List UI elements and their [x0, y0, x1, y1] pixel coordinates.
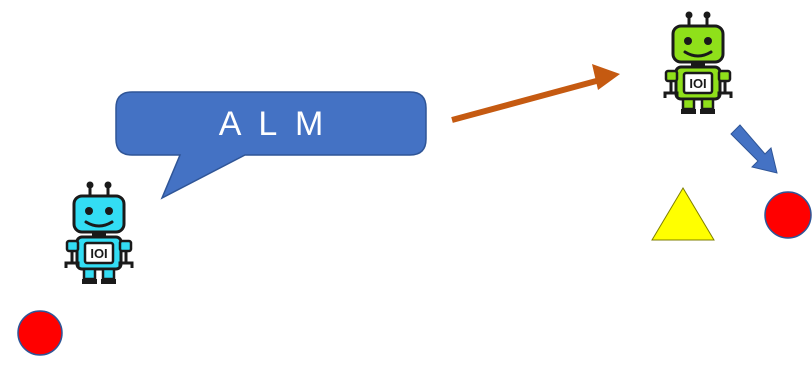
yellow-triangle — [651, 187, 715, 241]
robot-chest-label: IOI — [689, 76, 706, 91]
message-arrow — [451, 64, 620, 123]
robot-icon-sender: IOI — [64, 181, 134, 284]
robot-chest-label: IOI — [90, 246, 107, 261]
red-ball-left — [17, 310, 63, 356]
speech-bubble-text: A L M — [219, 105, 324, 143]
action-arrow — [730, 124, 778, 174]
red-ball-right — [764, 191, 812, 239]
robot-icon-receiver: IOI — [663, 11, 733, 114]
speech-bubble — [115, 91, 427, 200]
